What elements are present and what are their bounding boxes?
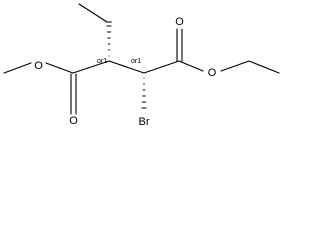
bond-o-ch2	[220, 60, 250, 72]
hashed-wedge-c2-ethyl	[106, 21, 112, 57]
oxygen-left-carbonyl-label: O	[69, 115, 78, 127]
oxygen-right-carbonyl-label: O	[175, 16, 184, 28]
hashed-wedge-c3-br	[141, 77, 147, 109]
bond-right-carbonyl-o	[178, 60, 204, 72]
bond-c2-c3	[108, 60, 145, 74]
bromine-label: Br	[139, 116, 150, 128]
oxygen-ethoxy-label: O	[208, 67, 217, 79]
bond-c3-right-carbonyl	[143, 60, 180, 74]
stereo-label-c2: or1	[97, 58, 107, 65]
bond-o-left-carbonyl-c	[45, 62, 74, 74]
oxygen-methoxy-label: O	[34, 60, 43, 72]
bond-ch2-ch3	[248, 60, 280, 74]
bond-left-carbonyl-c2	[72, 60, 110, 74]
bonds	[3, 3, 280, 115]
molecule-structure: O O O O Br or1 or1	[3, 3, 280, 128]
bond-ethyl-ch2-ch3	[78, 3, 108, 23]
bond-methyl-o	[3, 62, 32, 74]
stereo-label-c3: or1	[131, 58, 141, 65]
